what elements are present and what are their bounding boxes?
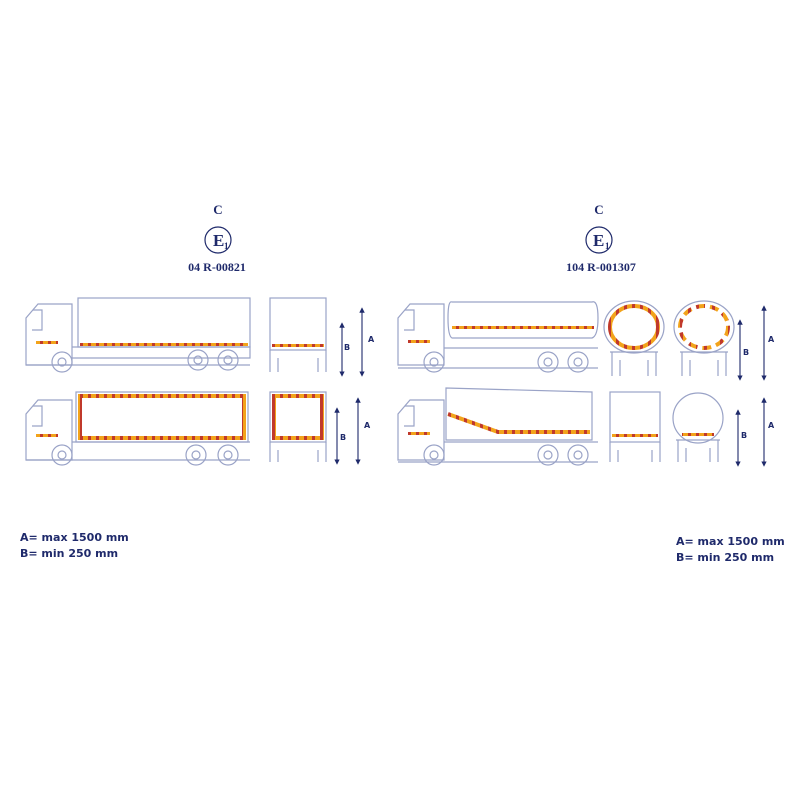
left-truck-2-side bbox=[25, 391, 250, 466]
right-approval-class-letter: C bbox=[594, 202, 604, 217]
left-truck-2-cab-tape bbox=[36, 434, 58, 437]
left-row-1-dimensions bbox=[339, 307, 365, 377]
left-row-2-b-label: B bbox=[340, 433, 346, 442]
left-row-1-a-label: A bbox=[368, 335, 375, 344]
left-truck-2-rear-contour-tape bbox=[272, 394, 324, 440]
right-tipper-cab-tape bbox=[408, 432, 430, 435]
left-spec-a: A= max 1500 mm bbox=[20, 531, 129, 544]
right-round-tank-rear bbox=[672, 392, 724, 462]
right-emark-letter: E bbox=[593, 231, 604, 250]
right-tipper-rear bbox=[609, 391, 661, 462]
left-certificate-number: 04 R-00821 bbox=[188, 260, 246, 274]
left-spec-notes: A= max 1500 mm B= min 250 mm bbox=[20, 530, 129, 562]
left-truck-1-cab-tape bbox=[36, 341, 58, 344]
left-truck-2-contour-tape bbox=[78, 394, 246, 440]
left-row-2-dimensions bbox=[334, 397, 361, 465]
left-row-1-b-label: B bbox=[344, 343, 350, 352]
right-row-2-a-label: A bbox=[768, 421, 775, 430]
right-tipper-body-tape bbox=[447, 412, 590, 434]
right-emark-seal: E 1 bbox=[585, 226, 613, 254]
left-truck-1-rear bbox=[269, 297, 327, 372]
left-truck-2-rear bbox=[269, 391, 327, 462]
right-spec-b: B= min 250 mm bbox=[676, 551, 775, 564]
right-tanker-body-tape bbox=[452, 326, 594, 329]
left-truck-1-body-tape bbox=[80, 343, 248, 346]
right-round-tank-rear-tape bbox=[682, 433, 714, 436]
left-truck-1-rear-tape bbox=[272, 344, 324, 347]
right-row-2-b-label: B bbox=[741, 431, 747, 440]
right-spec-notes: A= max 1500 mm B= min 250 mm bbox=[676, 534, 785, 566]
right-tanker-rear-dashed bbox=[673, 300, 735, 376]
left-truck-1-side bbox=[25, 297, 251, 373]
right-tanker-cab-tape bbox=[408, 340, 430, 343]
right-row-1-a-label: A bbox=[768, 335, 775, 344]
left-emark-subscript: 1 bbox=[224, 241, 229, 251]
right-spec-a: A= max 1500 mm bbox=[676, 535, 785, 548]
right-certificate-number: 104 R-001307 bbox=[566, 260, 636, 274]
right-row-1-b-label: B bbox=[743, 348, 749, 357]
right-tanker-rear-ring-tape bbox=[608, 304, 660, 350]
right-row-1-dimensions bbox=[737, 305, 767, 381]
left-emark-seal: E 1 bbox=[204, 226, 232, 254]
right-emark-subscript: 1 bbox=[605, 241, 610, 251]
right-tipper-rear-tape bbox=[612, 434, 658, 437]
left-approval-class-letter: C bbox=[213, 202, 223, 217]
right-row-2-dimensions bbox=[735, 397, 767, 467]
right-tipper-side bbox=[397, 387, 598, 466]
left-emark-letter: E bbox=[213, 231, 224, 250]
right-tanker-rear-dashed-tape bbox=[678, 304, 730, 350]
right-tanker-side bbox=[397, 301, 599, 373]
right-tanker-rear-ring bbox=[603, 300, 665, 376]
left-spec-b: B= min 250 mm bbox=[20, 547, 119, 560]
left-row-2-a-label: A bbox=[364, 421, 371, 430]
